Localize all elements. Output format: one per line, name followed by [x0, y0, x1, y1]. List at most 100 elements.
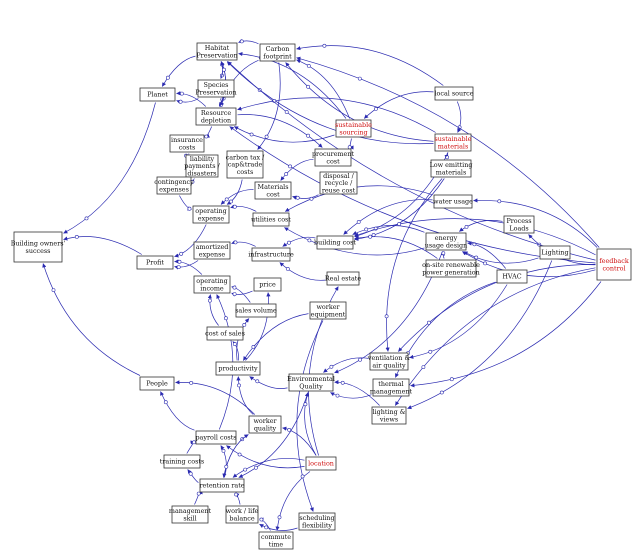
node-buildingcost-box	[316, 235, 354, 250]
edge-polarity-marker-resource-to-habitat	[222, 67, 226, 72]
edge-polarity-marker-location-to-workerquality	[287, 427, 292, 432]
edge-amortized-to-profit	[174, 260, 199, 270]
node-commute-label-line-0: commute	[261, 533, 291, 541]
edge-lowemitting-to-ventilation	[385, 178, 443, 352]
edge-energy-to-utilities	[284, 227, 425, 256]
edge-polarity-marker-envquality-to-productivity	[255, 379, 260, 384]
edge-opincome-to-profit	[174, 259, 203, 275]
edge-sustsourcing-to-resource	[233, 126, 335, 143]
node-utilities-box	[252, 212, 290, 227]
node-habitat-box	[196, 42, 238, 61]
node-localsource-label-line-0: local source	[434, 90, 473, 98]
node-insurance-label-line-0: insurance	[171, 136, 203, 144]
node-ventilation-box	[369, 352, 409, 371]
node-payroll: payroll costs	[195, 430, 237, 445]
node-ventilation-label-line-1: air quality	[372, 361, 406, 369]
edge-location-to-retention	[232, 458, 305, 478]
edge-localsource-to-carbon	[296, 45, 444, 86]
edge-water-to-buildingcost	[343, 199, 433, 235]
edge-hvac-to-ventilation	[409, 284, 508, 359]
node-location-box	[305, 456, 337, 471]
edge-feedback-to-buildingcost	[354, 218, 596, 256]
node-lightviews: lighting &views	[371, 406, 407, 425]
node-planet: Planet	[139, 87, 176, 102]
node-people-label-line-0: People	[146, 380, 168, 388]
edge-polarity-marker-opexpense-to-profit	[179, 251, 184, 256]
node-habitat-label-line-1: Preservation	[196, 51, 237, 59]
edge-polarity-marker-scheduling-to-worklife	[264, 525, 269, 530]
edge-polarity-marker-people-to-success	[51, 288, 56, 293]
node-lighting: Lighting	[539, 245, 571, 260]
edge-polarity-marker-retention-to-payroll	[221, 448, 226, 453]
edge-polarity-marker-feedback-to-energy	[483, 261, 488, 266]
node-profit-box	[136, 255, 174, 270]
node-hvac: HVAC	[496, 269, 528, 284]
edge-polarity-marker-workerequip-to-scheduling	[300, 474, 305, 479]
node-water-box	[433, 194, 473, 209]
edge-polarity-marker-energy-to-envquality	[358, 357, 363, 362]
node-liability-label-line-1: payments /	[184, 162, 220, 170]
edge-sustmaterials-to-carbon	[285, 62, 434, 142]
node-water-label-line-0: water usage	[433, 198, 473, 206]
edge-polarity-marker-mgmtskill-to-retention	[196, 491, 201, 496]
edge-lighting-to-energy	[463, 251, 539, 264]
node-ventilation-label-line-0: ventilation &	[367, 354, 411, 362]
edge-polarity-marker-localsource-to-carbon	[322, 43, 327, 48]
node-procurement-label-line-1: cost	[326, 157, 340, 165]
edge-water-to-utilities	[284, 185, 433, 212]
node-habitat-label-line-0: Habitat	[205, 44, 230, 52]
edge-localsource-to-sustsourcing	[363, 91, 434, 119]
node-energy-label-line-1: usage design	[425, 241, 468, 249]
edge-feedback-to-water	[473, 198, 598, 248]
node-realestate-label-line-0: Real estate	[325, 275, 361, 283]
node-planet-label-line-0: Planet	[147, 91, 168, 99]
edge-planet-to-success	[63, 102, 156, 234]
edge-polarity-marker-ventilation-to-envquality	[329, 364, 334, 369]
edge-polarity-marker-costofsales-to-opincome	[207, 298, 212, 303]
edge-sustsourcing-to-carbon	[296, 59, 350, 119]
node-amortized-label-line-1: expense	[199, 250, 226, 258]
edge-polarity-marker-carbon-to-carbontax	[264, 134, 269, 139]
edge-polarity-marker-energy-to-buildingcost	[364, 227, 369, 232]
edge-hvac-to-energy	[467, 241, 506, 269]
edge-polarity-marker-water-to-utilities	[309, 196, 314, 201]
edge-ventilation-to-envquality	[323, 357, 369, 373]
edge-onsite-to-buildingcost	[354, 235, 438, 259]
node-sales-box	[235, 303, 277, 318]
node-lightviews-box	[371, 406, 407, 425]
edge-polarity-marker-resource-to-procurement	[306, 133, 311, 138]
edge-polarity-marker-sustsourcing-to-procurement	[347, 145, 352, 150]
edge-polarity-marker-sustmaterials-to-carbon	[306, 84, 311, 89]
node-success-label-line-0: Building owners'	[11, 240, 66, 248]
node-profit-label-line-0: Profit	[146, 259, 164, 267]
node-workerequip-box	[309, 301, 347, 320]
node-process-label-line-1: Loads	[509, 224, 528, 232]
node-worklife-label-line-0: work / life	[226, 507, 259, 515]
node-sustmaterials-label-line-1: materials	[438, 142, 468, 150]
node-insurance-label-line-1: costs	[179, 143, 196, 151]
edge-buildingcost-to-infrastructure	[282, 236, 316, 247]
node-materials-box	[254, 181, 292, 200]
edge-polarity-marker-amortized-to-profit	[176, 265, 181, 270]
edge-polarity-marker-lowemitting-to-buildingcost	[371, 233, 376, 237]
edge-polarity-marker-feedback-to-buildingcost	[397, 222, 402, 226]
edge-carbon-to-carbontax	[257, 62, 281, 150]
edge-scheduling-to-worklife	[259, 523, 298, 531]
node-sustsourcing-box	[335, 119, 372, 138]
node-sustmaterials-box	[434, 133, 472, 152]
node-location-label-line-0: location	[308, 460, 334, 468]
node-opincome-label-line-0: operating	[196, 277, 227, 285]
edge-polarity-marker-feedback-to-thermal	[449, 377, 454, 382]
